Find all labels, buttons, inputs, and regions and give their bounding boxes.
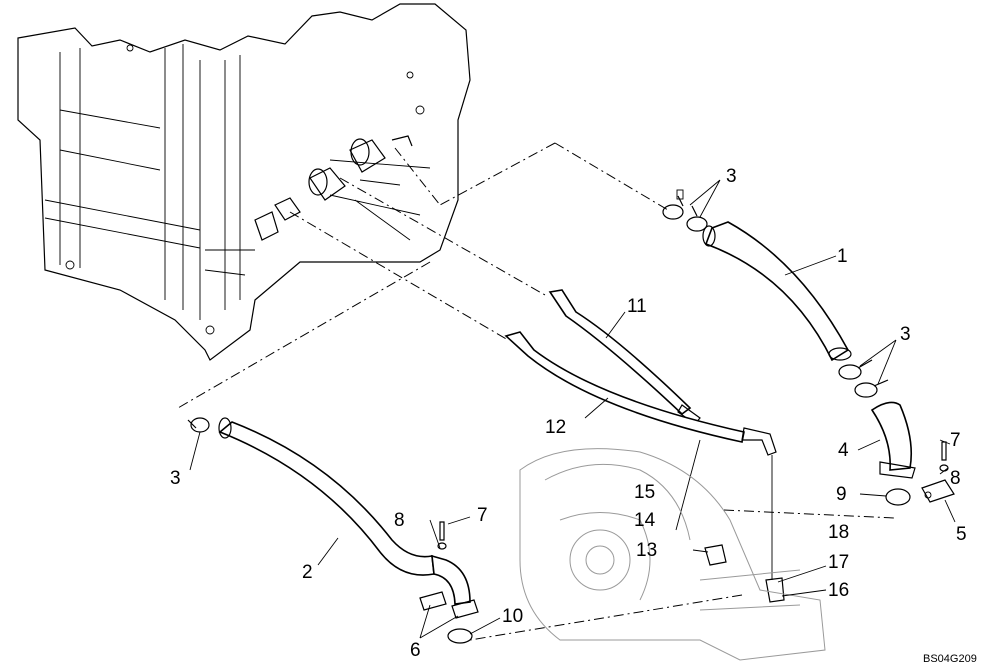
callout-8-right: 8 [950, 468, 961, 489]
callout-1: 1 [837, 246, 848, 267]
routing-lines [177, 142, 896, 641]
drawing-code: BS04G209 [923, 653, 977, 665]
callout-17: 17 [828, 552, 849, 573]
fittings-13-17 [675, 439, 785, 603]
callout-8-left: 8 [394, 510, 405, 531]
callout-10: 10 [502, 606, 523, 627]
hose-2 [218, 417, 471, 605]
hose-1 [702, 221, 852, 362]
callout-3-top: 3 [726, 166, 737, 187]
transmission-outline [519, 448, 826, 661]
callout-6: 6 [410, 640, 421, 661]
callout-7-right: 7 [950, 430, 961, 451]
callout-12: 12 [545, 417, 566, 438]
callout-15: 15 [634, 482, 655, 503]
callout-18: 18 [828, 522, 849, 543]
callout-14: 14 [634, 510, 656, 531]
clamp-3-right [838, 359, 889, 398]
callout-7-left: 7 [477, 505, 488, 526]
callout-3-right: 3 [900, 324, 911, 345]
callout-9: 9 [836, 484, 847, 505]
callout-4: 4 [838, 440, 849, 461]
elbow-4 [870, 401, 916, 479]
flanges-6 [419, 521, 479, 644]
callout-13: 13 [636, 540, 657, 561]
callout-2: 2 [302, 562, 313, 583]
radiator-fittings [254, 135, 413, 241]
clamp-3-left [187, 417, 210, 433]
radiator-frame [17, 3, 471, 361]
leader-lines [189, 179, 956, 639]
o-ring-9 [885, 488, 911, 506]
hose-12 [504, 331, 777, 456]
callout-5: 5 [956, 524, 967, 545]
callout-16: 16 [828, 580, 849, 601]
clamp-3-upper [662, 189, 708, 232]
callout-3-left: 3 [170, 468, 181, 489]
callout-11: 11 [627, 296, 647, 317]
